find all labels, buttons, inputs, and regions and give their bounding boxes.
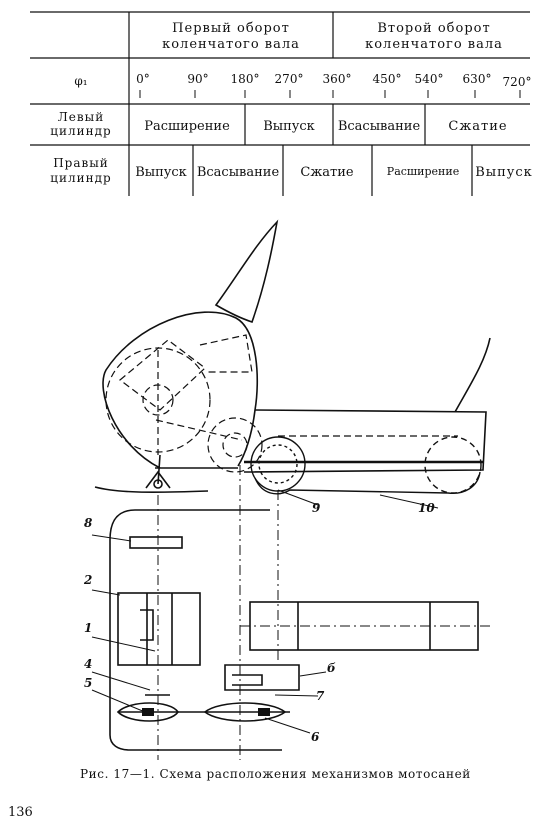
part-8 — [129, 536, 183, 549]
angle-270: 270° — [275, 72, 304, 86]
right-phase-4: Расширение — [387, 165, 459, 178]
angle-540: 540° — [415, 72, 444, 86]
windshield — [214, 219, 279, 324]
hood — [102, 311, 259, 469]
header-first-line2: коленчатого вала — [162, 37, 300, 52]
label-8: 8 — [84, 516, 93, 530]
label-2: 2 — [83, 573, 92, 587]
body — [243, 409, 487, 473]
label-7: 7 — [316, 689, 325, 703]
header-first-line1: Первый оборот — [172, 21, 290, 36]
right-phase-2: Всасывание — [197, 165, 280, 180]
part-2 — [117, 592, 201, 666]
left-cylinder-label-2: цилиндр — [50, 124, 111, 138]
label-1: 1 — [84, 621, 92, 635]
angle-630: 630° — [463, 72, 492, 86]
right-cylinder-label-1: Правый — [53, 156, 109, 170]
rear-idler — [424, 436, 482, 494]
phase-table: Первый оборот коленчатого вала Второй об… — [30, 11, 533, 196]
page-number: 136 — [8, 805, 33, 820]
pulley-left — [116, 702, 179, 722]
angle-180: 180° — [231, 72, 260, 86]
label-5: 5 — [84, 676, 92, 690]
pulley-right — [203, 702, 287, 722]
figure-caption: Рис. 17—1. Схема расположения механизмов… — [80, 767, 471, 781]
left-phase-2: Выпуск — [263, 119, 315, 134]
track — [254, 471, 481, 495]
frame — [109, 509, 282, 751]
ski — [94, 486, 209, 493]
right-cylinder-label-2: цилиндр — [50, 171, 111, 185]
header-second-line1: Второй оборот — [377, 21, 490, 36]
label-6: 6 — [311, 730, 320, 744]
label-4: 4 — [84, 657, 92, 671]
angle-360: 360° — [323, 72, 352, 86]
phi-label: φ₁ — [74, 74, 87, 88]
angle-450: 450° — [373, 72, 402, 86]
label-9: 9 — [312, 501, 321, 515]
left-phase-1: Расширение — [144, 119, 230, 134]
right-phase-5: Выпуск — [475, 165, 533, 180]
header-second-line2: коленчатого вала — [365, 37, 503, 52]
angle-90: 90° — [187, 72, 208, 86]
left-phase-4: Сжатие — [448, 119, 507, 134]
left-cylinder-label-1: Левый — [58, 110, 104, 124]
label-b: б — [327, 661, 336, 675]
angle-720: 720° — [503, 75, 532, 89]
label-10: 10 — [418, 501, 435, 515]
angle-0: 0° — [136, 72, 150, 86]
right-phase-1: Выпуск — [135, 165, 187, 180]
right-phase-3: Сжатие — [300, 165, 354, 180]
left-phase-3: Всасывание — [338, 119, 421, 134]
